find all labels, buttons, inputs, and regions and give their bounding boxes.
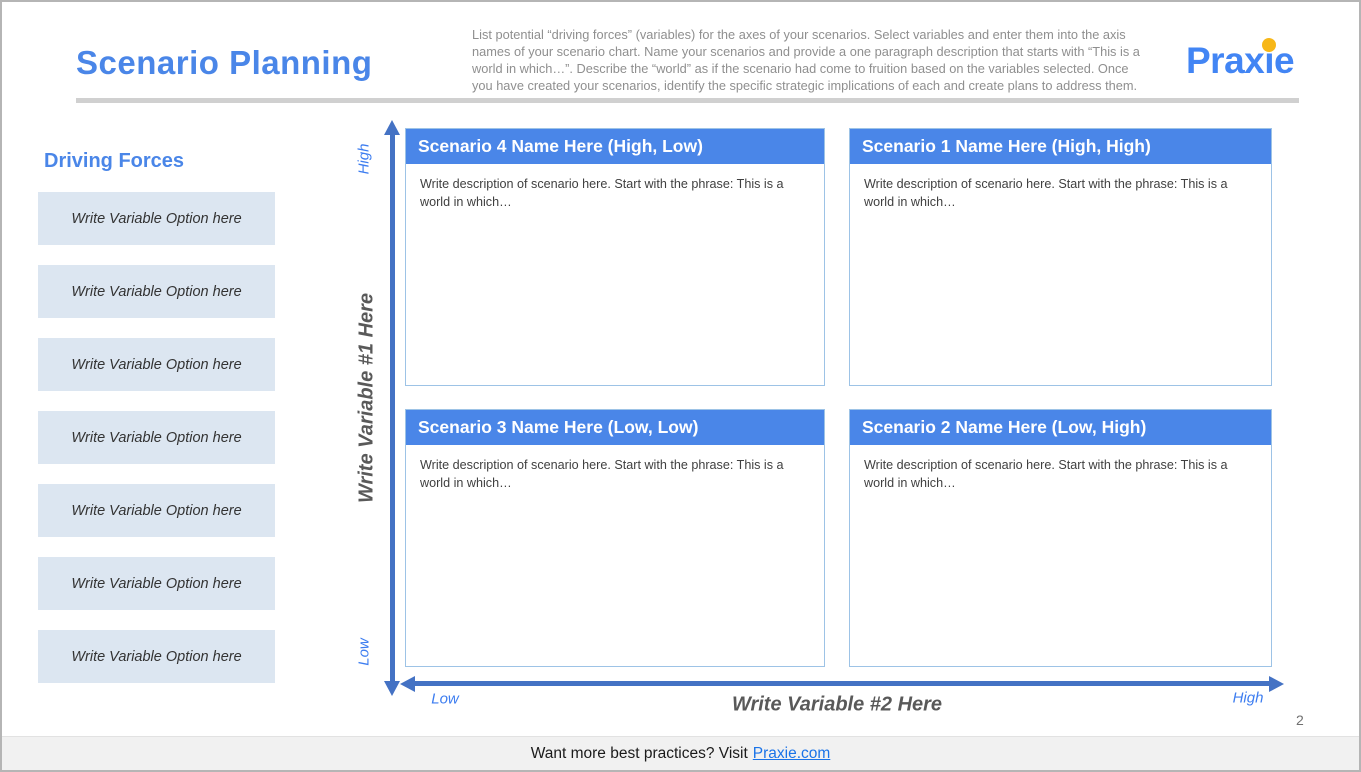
variable-option-box-2[interactable]: Write Variable Option here [38, 265, 275, 318]
y-axis-line [390, 134, 395, 682]
y-axis-arrowhead-top [384, 120, 400, 135]
page-title: Scenario Planning [76, 44, 373, 81]
driving-forces-list: Write Variable Option here Write Variabl… [38, 192, 275, 683]
header-divider [76, 98, 1299, 103]
variable-option-box-4[interactable]: Write Variable Option here [38, 411, 275, 464]
scenario-4-description[interactable]: Write description of scenario here. Star… [420, 177, 784, 209]
logo-text-prefix: Prax [1186, 40, 1265, 81]
scenario-2-title[interactable]: Scenario 2 Name Here (Low, High) [850, 410, 1271, 445]
variable-option-box-7[interactable]: Write Variable Option here [38, 630, 275, 683]
variable-option-box-6[interactable]: Write Variable Option here [38, 557, 275, 610]
quadrant-scenario-3: Scenario 3 Name Here (Low, Low) Write de… [405, 409, 825, 667]
x-axis-line [414, 681, 1270, 686]
scenario-1-description[interactable]: Write description of scenario here. Star… [864, 177, 1228, 209]
variable-option-box-3[interactable]: Write Variable Option here [38, 338, 275, 391]
instructions-text: List potential “driving forces” (variabl… [472, 27, 1140, 93]
x-axis-arrowhead-left [400, 675, 415, 692]
x-axis-title[interactable]: Write Variable #2 Here [731, 693, 943, 716]
variable-option-box-1[interactable]: Write Variable Option here [38, 192, 275, 245]
driving-forces-title: Driving Forces [44, 150, 185, 172]
scenario-4-title[interactable]: Scenario 4 Name Here (High, Low) [406, 129, 824, 164]
variable-option-box-5[interactable]: Write Variable Option here [38, 484, 275, 537]
scenario-3-description[interactable]: Write description of scenario here. Star… [420, 458, 784, 490]
logo-text-suffix: e [1274, 40, 1295, 81]
x-axis-arrowhead-right [1269, 675, 1284, 692]
y-axis-low-label: Low [355, 638, 373, 666]
scenario-2-description[interactable]: Write description of scenario here. Star… [864, 458, 1228, 490]
logo-sun-dot-icon [1262, 38, 1277, 52]
logo-letter-i: i [1262, 38, 1277, 82]
quadrant-scenario-1: Scenario 1 Name Here (High, High) Write … [849, 128, 1272, 386]
scenario-1-title[interactable]: Scenario 1 Name Here (High, High) [850, 129, 1271, 164]
x-axis-high-label: High [1232, 689, 1264, 707]
y-axis-high-label: High [355, 143, 373, 175]
x-axis-low-label: Low [431, 690, 459, 708]
praxie-link[interactable]: Praxie.com [752, 744, 831, 762]
footer-bar: Want more best practices? Visit Praxie.c… [2, 736, 1359, 770]
footer-text: Want more best practices? Visit [530, 744, 748, 762]
y-axis-arrowhead-bottom [384, 681, 400, 696]
quadrant-scenario-2: Scenario 2 Name Here (Low, High) Write d… [849, 409, 1272, 667]
scenario-3-title[interactable]: Scenario 3 Name Here (Low, Low) [406, 410, 824, 445]
y-axis-title[interactable]: Write Variable #1 Here [355, 292, 378, 504]
page-number: 2 [1296, 712, 1304, 728]
quadrant-scenario-4: Scenario 4 Name Here (High, Low) Write d… [405, 128, 825, 386]
